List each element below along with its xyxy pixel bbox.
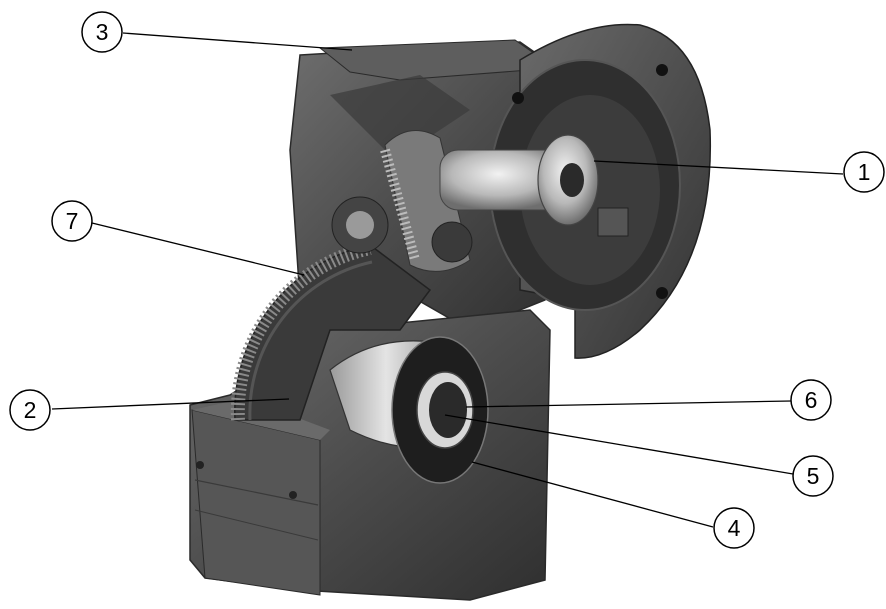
callout-4-label: 4: [728, 515, 741, 541]
top-cover: [318, 39, 557, 81]
intermediate-gear: [331, 196, 473, 263]
callout-7-label: 7: [66, 208, 79, 234]
callout-1-label: 1: [858, 159, 871, 185]
callout-6-label: 6: [805, 387, 818, 413]
gear-unit-body: [189, 23, 712, 601]
callout-3-label: 3: [96, 19, 109, 45]
callout-4: 4: [471, 461, 755, 549]
callout-5: 5: [444, 414, 834, 497]
callout-2: 2: [9, 389, 290, 431]
callouts: 1 2 3 4 5 6 7: [9, 11, 885, 549]
hollow-shaft: [329, 336, 489, 484]
callout-3: 3: [81, 11, 353, 53]
callout-6: 6: [465, 379, 832, 421]
callout-1: 1: [593, 151, 885, 193]
callout-5-label: 5: [807, 463, 820, 489]
callout-7: 7: [51, 200, 305, 276]
callout-2-label: 2: [24, 397, 37, 423]
